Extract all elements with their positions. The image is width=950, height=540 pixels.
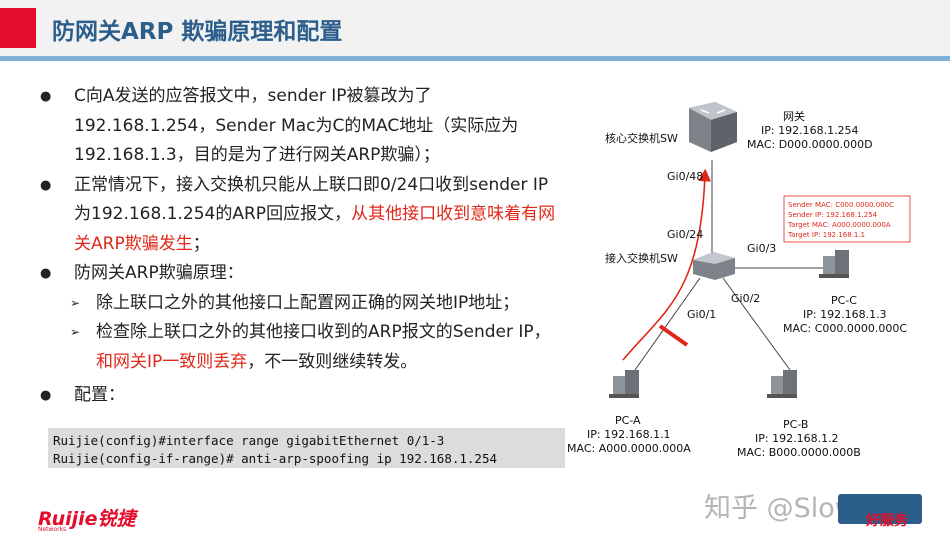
sub-bullet-text: 检查除上联口之外的其他接口收到的ARP报文的Sender IP， bbox=[96, 322, 551, 342]
port-gi0-48: Gi0/48 bbox=[667, 170, 703, 183]
gateway-ip: IP: 192.168.1.254 bbox=[761, 124, 859, 137]
block-mark bbox=[658, 324, 689, 347]
link-access-pcb bbox=[722, 277, 791, 371]
sub-arrow-icon: ➢ bbox=[70, 325, 81, 339]
sub-arrow-icon: ➢ bbox=[70, 295, 81, 310]
port-gi0-24: Gi0/24 bbox=[667, 228, 703, 241]
code-line-2: Ruijie(config-if-range)# anti-arp-spoofi… bbox=[53, 451, 498, 466]
bullet-text: 正常情况下，接入交换机只能从上联口即0/24口收到sender IP为192.1… bbox=[74, 174, 549, 225]
bullet-highlight: 从其他接口收到意味着有网关ARP欺骗发生 bbox=[74, 204, 556, 254]
port-gi0-1: Gi0/1 bbox=[687, 308, 716, 321]
bullet-item-3: ● 防网关ARP欺骗原理： bbox=[38, 259, 563, 289]
core-switch-icon bbox=[689, 102, 737, 152]
title-bar bbox=[0, 0, 950, 56]
bullet-dot: ● bbox=[40, 177, 52, 193]
ruijie-logo-sub: Networks bbox=[38, 526, 67, 533]
bullet-tail: ； bbox=[192, 233, 210, 254]
arp-sender-ip: Sender IP: 192.168.1.254 bbox=[788, 211, 878, 219]
sub-bullet-text: 除上联口之外的其他接口上配置网正确的网关地IP地址； bbox=[96, 292, 520, 313]
network-diagram: 核心交换机SW 网关 IP: 192.168.1.254 MAC: D000.0… bbox=[567, 102, 911, 459]
pc-a-icon bbox=[609, 370, 639, 398]
service-badge bbox=[838, 494, 922, 524]
sub-bullet-tail: ，不一致则继续转发。 bbox=[247, 351, 418, 372]
sub-bullet-item-2: ➢ 检查除上联口之外的其他接口收到的ARP报文的Sender IP， 和网关IP一… bbox=[38, 318, 563, 377]
pc-b-icon bbox=[767, 370, 797, 398]
core-switch-label: 核心交换机SW bbox=[605, 131, 678, 145]
pc-c-mac: MAC: C000.0000.000C bbox=[783, 322, 907, 335]
ruijie-logo: Ruijie锐捷 bbox=[38, 508, 136, 530]
pc-c-ip: IP: 192.168.1.3 bbox=[803, 308, 887, 321]
pc-b-ip: IP: 192.168.1.2 bbox=[755, 432, 839, 445]
gateway-name: 网关 bbox=[783, 109, 805, 123]
pc-b-name: PC-B bbox=[783, 418, 808, 431]
pc-c-icon bbox=[819, 250, 849, 278]
bullet-text: C向A发送的应答报文中，sender IP被篡改为了192.168.1.254，… bbox=[74, 86, 519, 165]
sub-bullet-item-1: ➢ 除上联口之外的其他接口上配置网正确的网关地IP地址； bbox=[38, 289, 563, 319]
pc-a-mac: MAC: A000.0000.000A bbox=[567, 442, 691, 455]
access-switch-icon bbox=[693, 252, 735, 280]
bullet-list: ● C向A发送的应答报文中，sender IP被篡改为了192.168.1.25… bbox=[38, 82, 563, 411]
bullet-dot: ● bbox=[40, 266, 52, 281]
config-label: 配置： bbox=[74, 385, 125, 405]
arp-sender-mac: Sender MAC: C000.0000.000C bbox=[788, 201, 894, 209]
pc-c-name: PC-C bbox=[831, 294, 857, 307]
code-line-1: Ruijie(config)#interface range gigabitEt… bbox=[53, 433, 445, 448]
arp-target-mac: Target MAC: A000.0000.000A bbox=[787, 221, 891, 229]
bullet-item-2: ● 正常情况下，接入交换机只能从上联口即0/24口收到sender IP为192… bbox=[38, 171, 563, 260]
bullet-item-1: ● C向A发送的应答报文中，sender IP被篡改为了192.168.1.25… bbox=[38, 82, 563, 171]
page-title: 防网关ARP 欺骗原理和配置 bbox=[52, 19, 343, 45]
pc-b-mac: MAC: B000.0000.000B bbox=[737, 446, 861, 459]
title-rule bbox=[0, 56, 950, 61]
arp-target-ip: Target IP: 192.168.1.1 bbox=[787, 231, 865, 239]
bullet-dot: ● bbox=[40, 388, 52, 403]
access-switch-label: 接入交换机SW bbox=[605, 251, 678, 265]
bullet-text: 防网关ARP欺骗原理： bbox=[74, 263, 244, 283]
port-gi0-2: Gi0/2 bbox=[731, 292, 760, 305]
arp-spoof-path bbox=[622, 168, 712, 361]
bullet-dot: ● bbox=[40, 89, 52, 104]
sub-bullet-highlight: 和网关IP一致则丢弃 bbox=[96, 351, 248, 372]
pc-a-ip: IP: 192.168.1.1 bbox=[587, 428, 671, 441]
service-badge-text: 好服务 bbox=[866, 513, 908, 529]
link-access-pca bbox=[634, 277, 701, 371]
gateway-mac: MAC: D000.0000.000D bbox=[747, 138, 873, 151]
pc-a-name: PC-A bbox=[615, 414, 641, 427]
arp-packet-box bbox=[783, 195, 911, 243]
config-code-box: Ruijie(config)#interface range gigabitEt… bbox=[48, 428, 565, 468]
title-accent bbox=[0, 8, 36, 48]
bullet-item-config: ● 配置： bbox=[38, 381, 563, 411]
port-gi0-3: Gi0/3 bbox=[747, 242, 776, 255]
